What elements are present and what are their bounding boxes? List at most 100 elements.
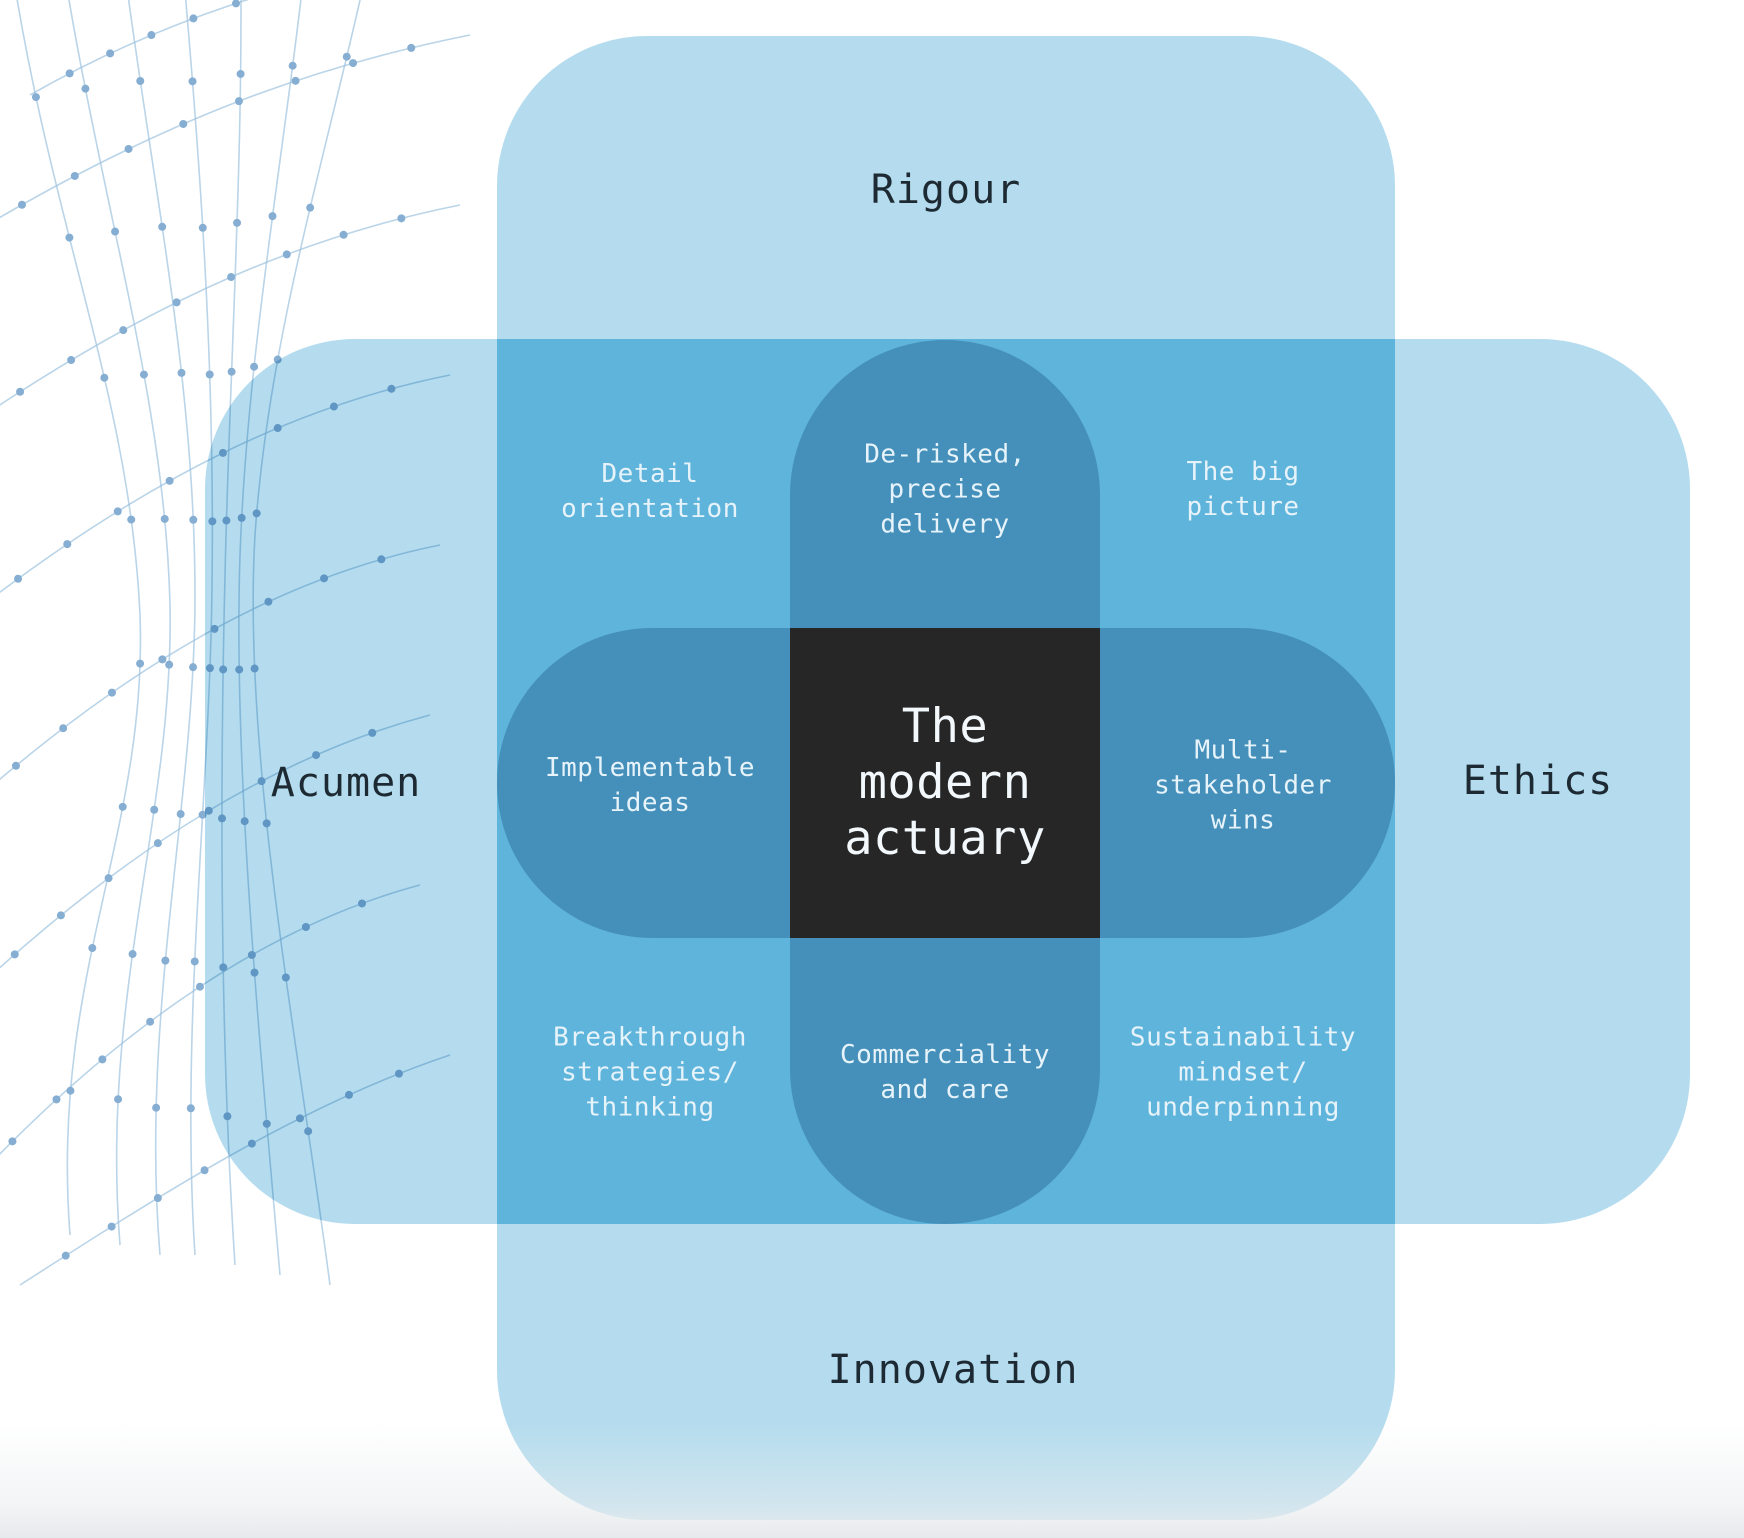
mesh-dot — [282, 250, 291, 259]
note-the-big-picture: The big picture — [1063, 455, 1423, 525]
mesh-dot — [349, 59, 358, 68]
mesh-dot — [61, 1251, 70, 1260]
mesh-dot — [188, 77, 197, 86]
mesh-dot — [165, 476, 174, 485]
mesh-dot — [107, 1222, 116, 1231]
mesh-dot — [190, 957, 199, 966]
mesh-dot — [176, 810, 185, 819]
note-derisked-precise-delivery: De-risked, precise delivery — [765, 438, 1125, 543]
mesh-dot — [189, 515, 198, 524]
mesh-dot — [128, 950, 137, 959]
mesh-dot — [234, 97, 243, 106]
label-rigour: Rigour — [870, 167, 1022, 213]
mesh-dot — [198, 223, 207, 232]
mesh-dot — [16, 387, 25, 396]
note-line: Implementable — [545, 753, 755, 783]
mesh-dot — [106, 49, 115, 58]
note-line: stakeholder — [1154, 770, 1332, 801]
mesh-dot — [339, 230, 348, 239]
center-title-line: The — [901, 699, 989, 754]
mesh-dot — [189, 663, 198, 672]
note-line: mindset/ — [1178, 1057, 1308, 1088]
mesh-dot — [186, 1104, 195, 1113]
note-line: Detail — [601, 459, 699, 489]
mesh-dot — [227, 367, 236, 376]
note-line: Breakthrough — [553, 1022, 747, 1053]
mesh-dot — [306, 203, 315, 212]
note-multi-stakeholder-wins: Multi- stakeholder wins — [1063, 734, 1423, 839]
note-implementable-ideas: Implementable ideas — [470, 751, 830, 821]
mesh-dot — [342, 52, 351, 61]
mesh-dot — [198, 810, 207, 819]
mesh-dot — [153, 1194, 162, 1203]
mesh-dot — [233, 218, 242, 227]
mesh-dot — [65, 69, 74, 78]
mesh-dot — [127, 515, 136, 524]
mesh-dot — [231, 0, 240, 8]
label-acumen: Acumen — [270, 760, 422, 806]
note-line: thinking — [585, 1092, 715, 1123]
mesh-dot — [31, 93, 40, 102]
note-line: picture — [1186, 492, 1300, 522]
mesh-dot — [14, 574, 23, 583]
mesh-dot — [139, 370, 148, 379]
mesh-dot — [227, 273, 236, 282]
note-breakthrough-strategies: Breakthrough strategies/ thinking — [470, 1021, 830, 1126]
mesh-dot — [147, 31, 156, 40]
mesh-dot — [200, 1166, 209, 1175]
note-line: Multi- — [1194, 735, 1292, 766]
note-line: precise — [888, 474, 1002, 505]
mesh-dot — [104, 874, 113, 883]
mesh-dot — [146, 1017, 155, 1026]
note-line: De-risked, — [864, 439, 1026, 470]
center-square — [790, 628, 1100, 938]
mesh-dot — [160, 514, 169, 523]
mesh-dot — [150, 805, 159, 814]
center-title-line: modern — [858, 755, 1032, 810]
mesh-dot — [291, 76, 300, 85]
mesh-dot — [107, 688, 116, 697]
mesh-dot — [268, 212, 277, 221]
note-line: orientation — [561, 494, 739, 524]
note-commerciality-and-care: Commerciality and care — [765, 1038, 1125, 1108]
mesh-dot — [98, 1055, 107, 1064]
note-line: Commerciality — [840, 1040, 1050, 1070]
mesh-dot — [177, 368, 186, 377]
label-innovation: Innovation — [827, 1347, 1079, 1393]
mesh-dot — [397, 214, 406, 223]
mesh-dot — [114, 1095, 123, 1104]
note-line: underpinning — [1146, 1092, 1340, 1123]
mesh-dot — [10, 950, 19, 959]
mesh-dot — [56, 911, 65, 920]
mesh-dot — [195, 982, 204, 991]
note-sustainability-mindset: Sustainability mindset/ underpinning — [1063, 1021, 1423, 1126]
mesh-dot — [152, 1103, 161, 1112]
note-detail-orientation: Detail orientation — [470, 457, 830, 527]
mesh-dot — [205, 370, 214, 379]
mesh-dot — [189, 14, 198, 23]
note-line: wins — [1210, 805, 1276, 836]
mesh-dot — [65, 233, 74, 242]
mesh-dot — [8, 1137, 17, 1146]
mesh-dot — [81, 84, 90, 93]
note-line: and care — [880, 1075, 1010, 1105]
mesh-dot — [165, 660, 174, 669]
note-line: delivery — [880, 509, 1010, 540]
mesh-dot — [407, 43, 416, 52]
mesh-dot — [88, 944, 97, 953]
mesh-dot — [250, 362, 259, 371]
mesh-dot — [136, 659, 145, 668]
note-line: strategies/ — [561, 1057, 739, 1088]
note-line: ideas — [609, 788, 691, 818]
mesh-dot — [172, 298, 181, 307]
note-line: The big — [1186, 457, 1300, 487]
mesh-dot — [11, 761, 20, 770]
mesh-dot — [119, 326, 128, 335]
mesh-dot — [118, 802, 127, 811]
mesh-dot — [70, 171, 79, 180]
mesh-dot — [153, 839, 162, 848]
mesh-dot — [136, 77, 145, 86]
mesh-dot — [158, 655, 167, 664]
mesh-dot — [111, 227, 120, 236]
